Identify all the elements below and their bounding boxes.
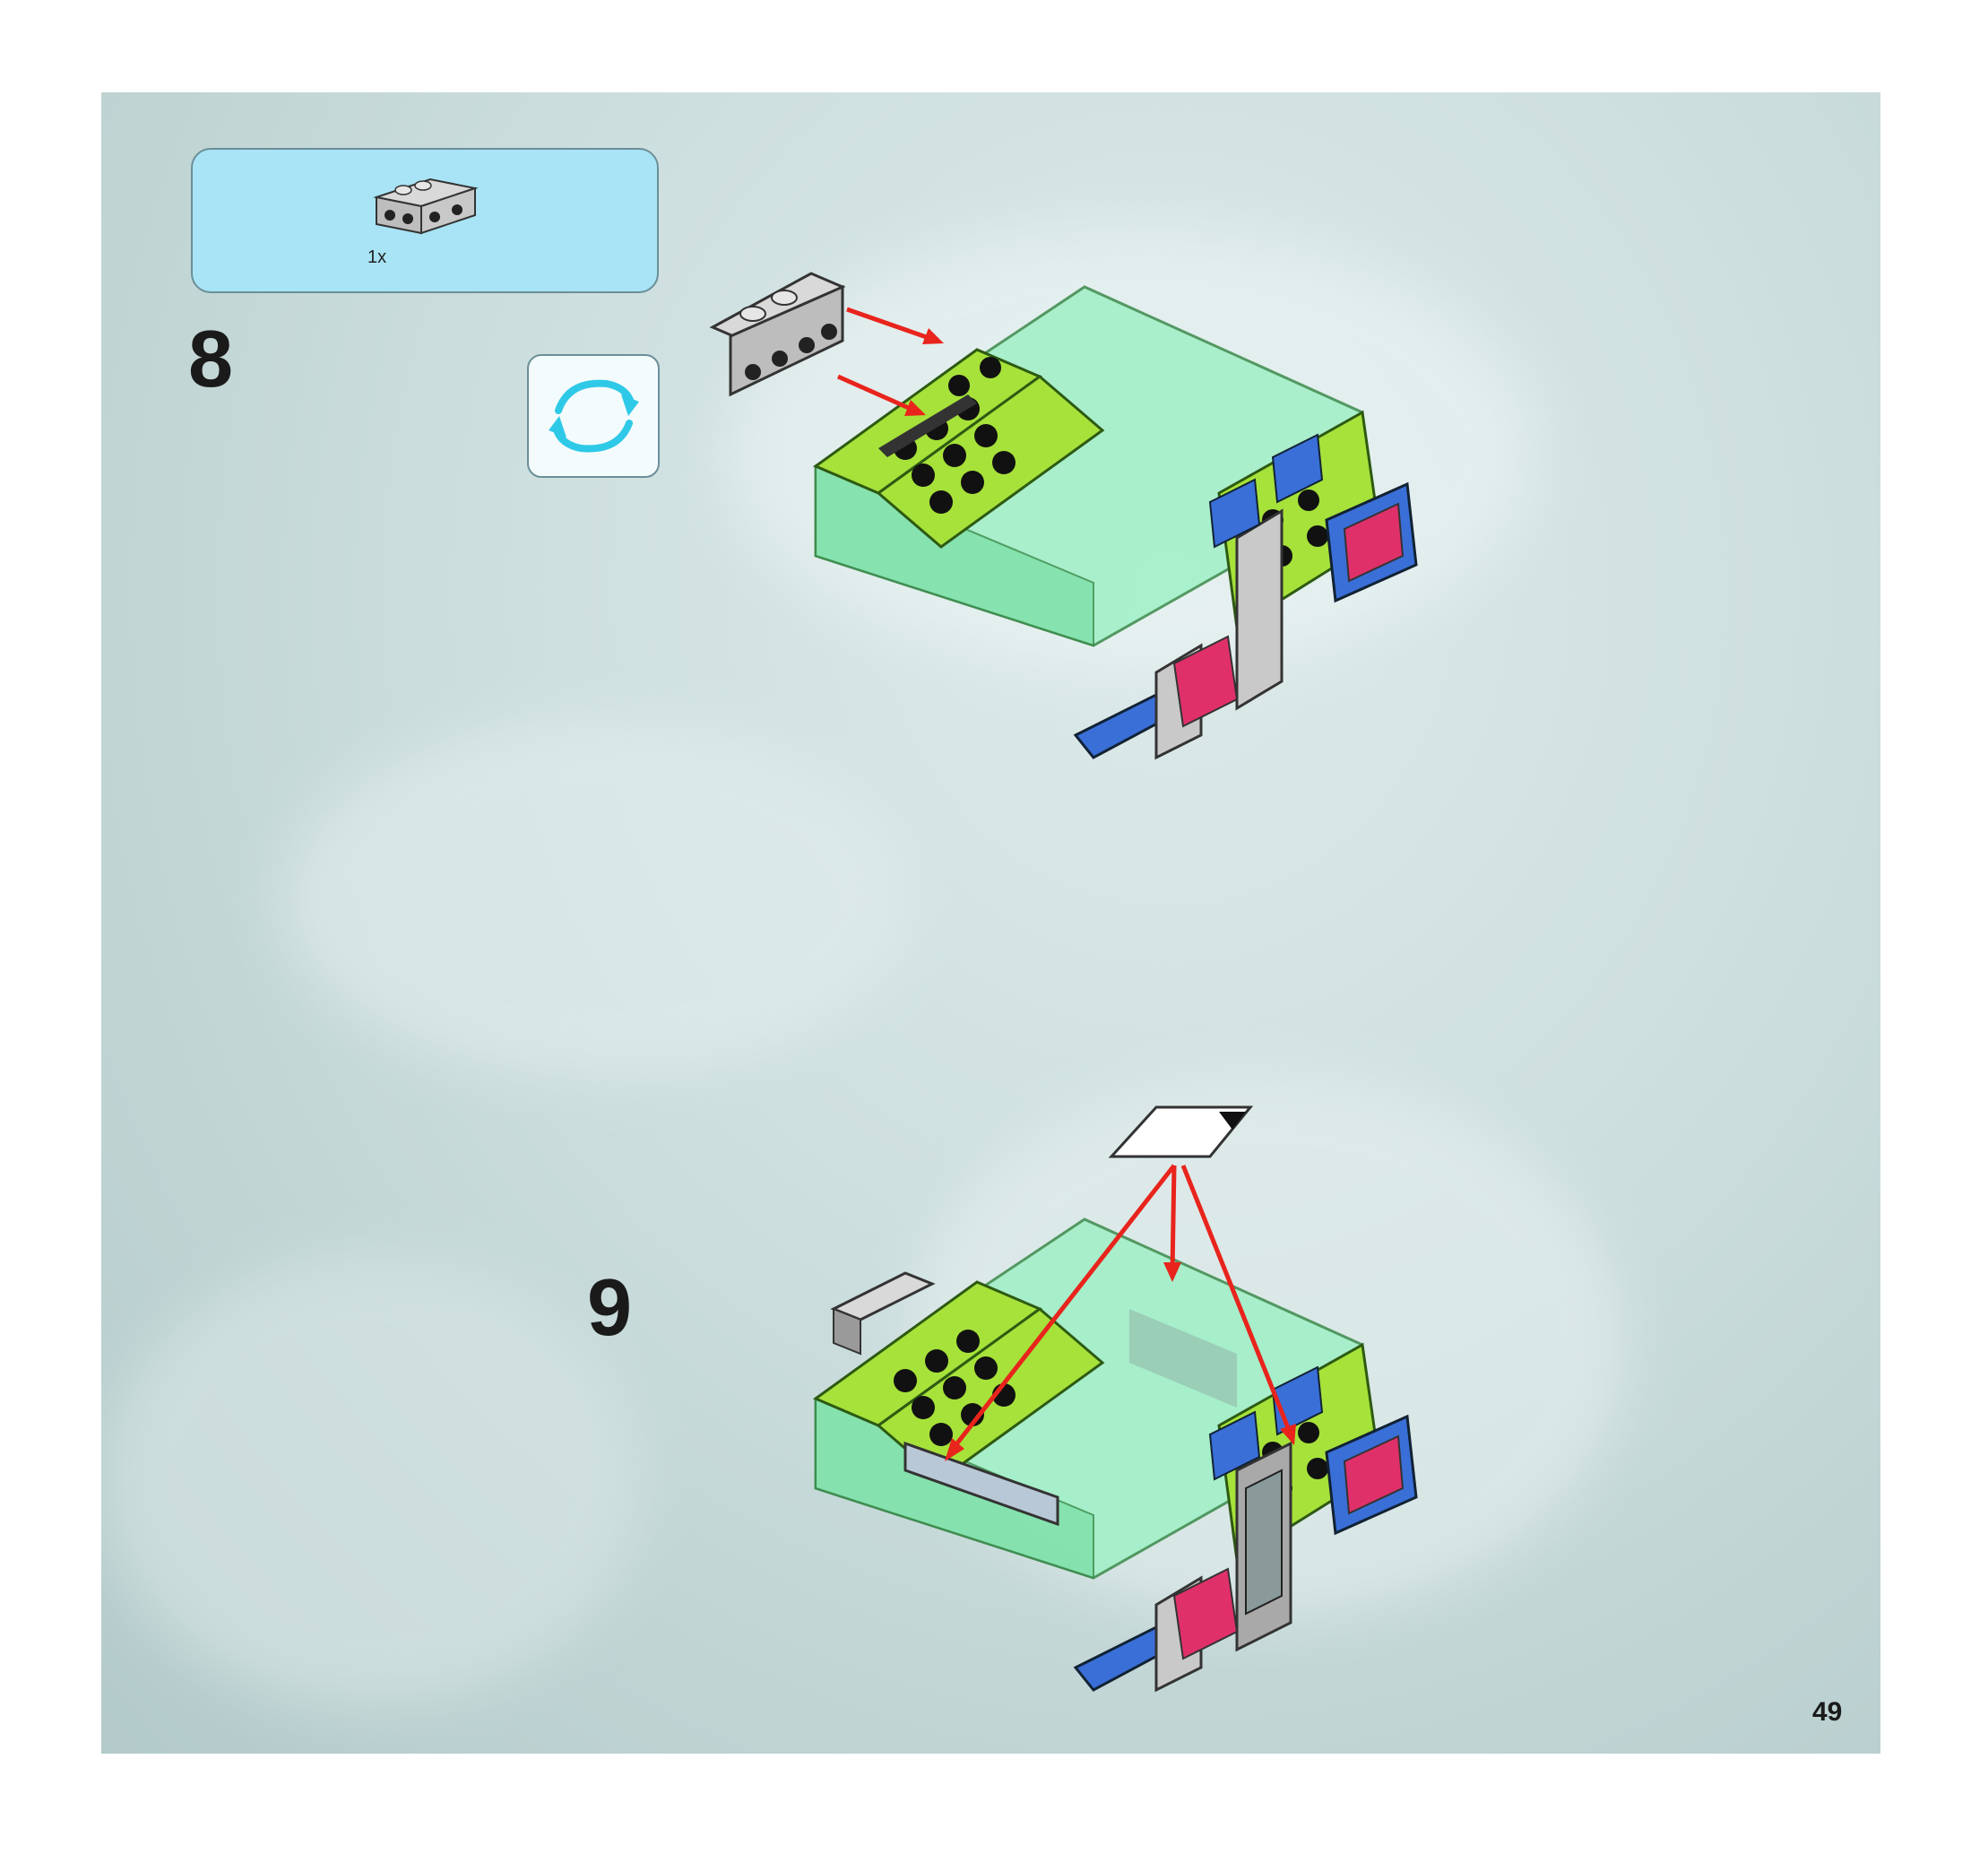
step-number-9: 9 [587, 1262, 632, 1355]
page-number: 49 [1812, 1697, 1842, 1728]
gray-bracket-part-icon [367, 170, 484, 242]
step-8-bracket-part [713, 273, 856, 408]
step-8-placement-arrows [838, 296, 964, 421]
part-quantity: 1x [367, 247, 386, 268]
step-9-placement-arrows [932, 1157, 1309, 1479]
step-number-8: 8 [188, 314, 233, 406]
rotate-arrows-icon [542, 368, 645, 464]
